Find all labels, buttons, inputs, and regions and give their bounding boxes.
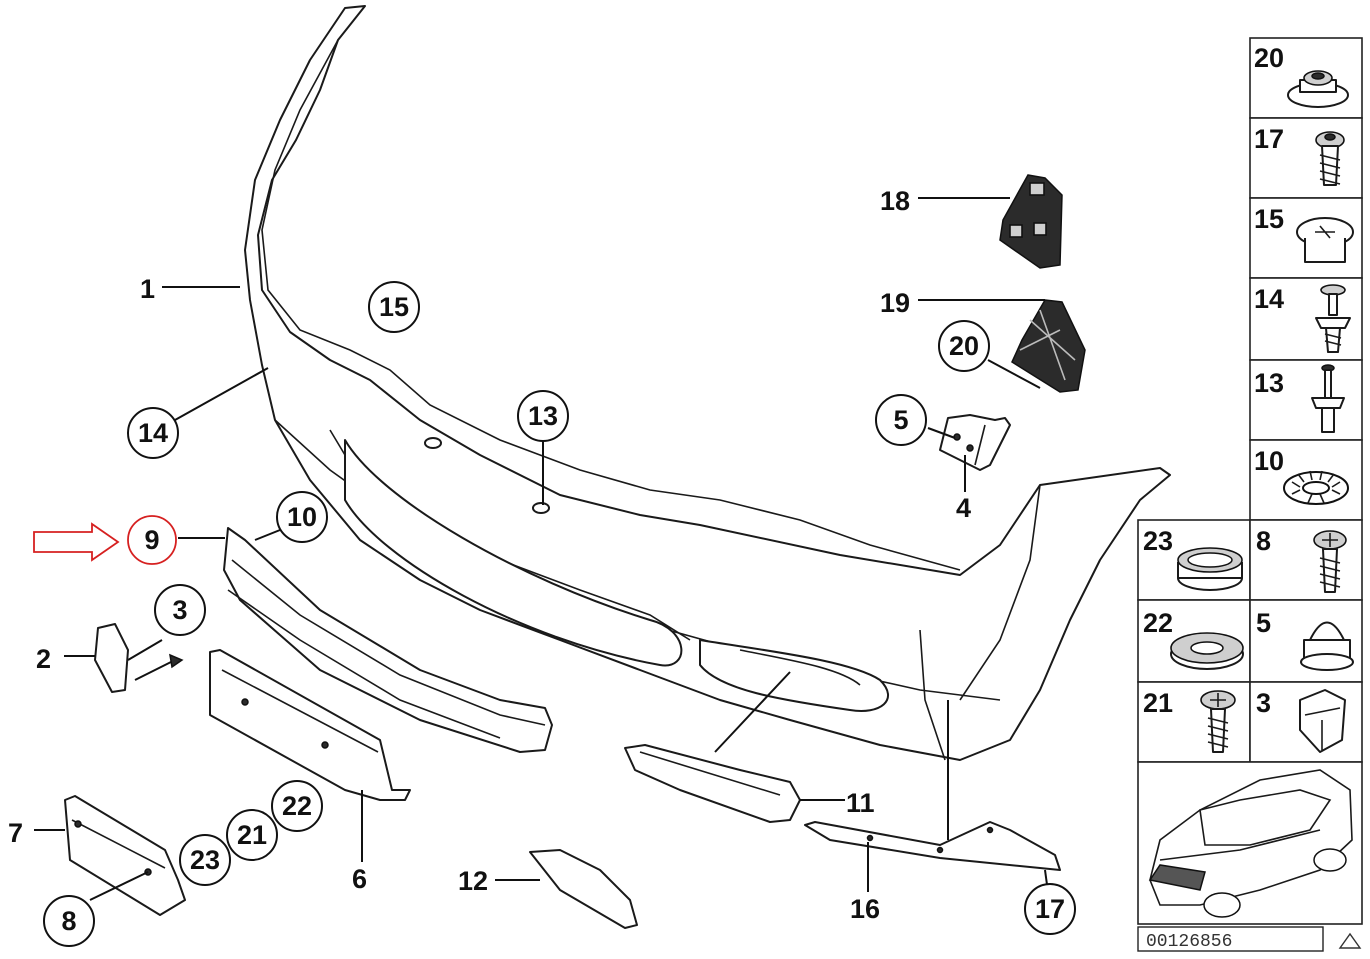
panel-label-10: 10 (1254, 446, 1284, 476)
panel-label-17: 17 (1254, 124, 1284, 154)
expanding-rivet-icon (1296, 217, 1354, 263)
label-18: 18 (880, 186, 910, 216)
diagram-number-box (1137, 926, 1324, 952)
bumper-bracket-19 (918, 299, 1086, 393)
fasteners-panel: 20 17 15 14 13 10 23 8 22 5 21 3 (1137, 37, 1363, 952)
retaining-clip-icon (1299, 689, 1346, 753)
label-6: 6 (352, 864, 367, 894)
svg-text:14: 14 (138, 418, 168, 448)
svg-text:8: 8 (61, 906, 76, 936)
grommet-icon (1177, 547, 1243, 591)
tow-hook-cover (495, 849, 638, 929)
label-12: 12 (458, 866, 488, 896)
flange-nut-icon (1287, 70, 1349, 108)
plastic-rivet-icon (1315, 284, 1351, 353)
highlight-arrow-icon (33, 522, 120, 562)
license-plate-holder (34, 795, 186, 916)
bumper-bracket-18 (918, 174, 1063, 269)
svg-text:17: 17 (1035, 894, 1065, 924)
circled-label-13: 13 (517, 390, 569, 442)
label-19: 19 (880, 288, 910, 318)
panel-label-3: 3 (1256, 688, 1271, 718)
circled-label-3: 3 (154, 584, 206, 636)
label-11: 11 (846, 788, 875, 818)
svg-text:23: 23 (190, 845, 220, 875)
svg-text:21: 21 (237, 820, 267, 850)
circled-label-15: 15 (368, 281, 420, 333)
svg-text:10: 10 (287, 502, 317, 532)
highlight-label: 9 (144, 525, 159, 555)
panel-label-14: 14 (1254, 284, 1284, 314)
lower-grille-strip (178, 527, 553, 753)
panel-label-23: 23 (1143, 526, 1173, 556)
svg-text:13: 13 (528, 401, 558, 431)
car-location-thumbnail (1137, 761, 1363, 925)
svg-text:20: 20 (949, 331, 979, 361)
label-7: 7 (8, 818, 23, 848)
label-4: 4 (956, 493, 971, 523)
cap-nut-icon (1300, 621, 1354, 671)
circled-label-22: 22 (271, 780, 323, 832)
panel-label-13: 13 (1254, 368, 1284, 398)
svg-text:15: 15 (379, 292, 409, 322)
circled-label-10: 10 (276, 491, 328, 543)
svg-text:5: 5 (893, 405, 908, 435)
svg-text:22: 22 (282, 791, 312, 821)
panel-label-21: 21 (1143, 688, 1173, 718)
leader-14 (174, 367, 269, 421)
phillips-screw-icon (1200, 690, 1236, 753)
triangle-icon (1338, 932, 1362, 949)
highlight-circle (127, 515, 177, 565)
bumper-cover (162, 5, 1171, 761)
mounting-bracket-4 (927, 414, 1011, 492)
circled-label-8: 8 (43, 895, 95, 947)
spreader-pin-icon (1311, 364, 1345, 433)
panel-label-5: 5 (1256, 608, 1271, 638)
circled-label-20: 20 (938, 320, 990, 372)
lock-washer-icon (1283, 470, 1349, 505)
cover-cap-part (64, 623, 184, 693)
panel-label-20: 20 (1254, 43, 1284, 73)
label-16: 16 (850, 894, 880, 924)
circled-label-21: 21 (226, 809, 278, 861)
label-1: 1 (140, 274, 155, 304)
fog-light-cover (624, 671, 845, 823)
washer-icon (1170, 632, 1244, 670)
label-2: 2 (36, 644, 51, 674)
license-plate-base (209, 649, 411, 862)
panel-label-8: 8 (1256, 526, 1271, 556)
oval-head-screw-icon (1313, 530, 1347, 593)
panel-label-22: 22 (1143, 608, 1173, 638)
circled-label-5: 5 (875, 394, 927, 446)
lower-deflector (804, 700, 1061, 893)
diagram-number: 00126856 (1146, 932, 1232, 952)
panel-label-15: 15 (1254, 204, 1284, 234)
circled-label-14: 14 (127, 407, 179, 459)
svg-text:3: 3 (172, 595, 187, 625)
circled-label-17: 17 (1024, 883, 1076, 935)
circled-label-23: 23 (179, 834, 231, 886)
self-tapping-screw-icon (1315, 131, 1345, 186)
car-silhouette-icon (1148, 769, 1353, 918)
